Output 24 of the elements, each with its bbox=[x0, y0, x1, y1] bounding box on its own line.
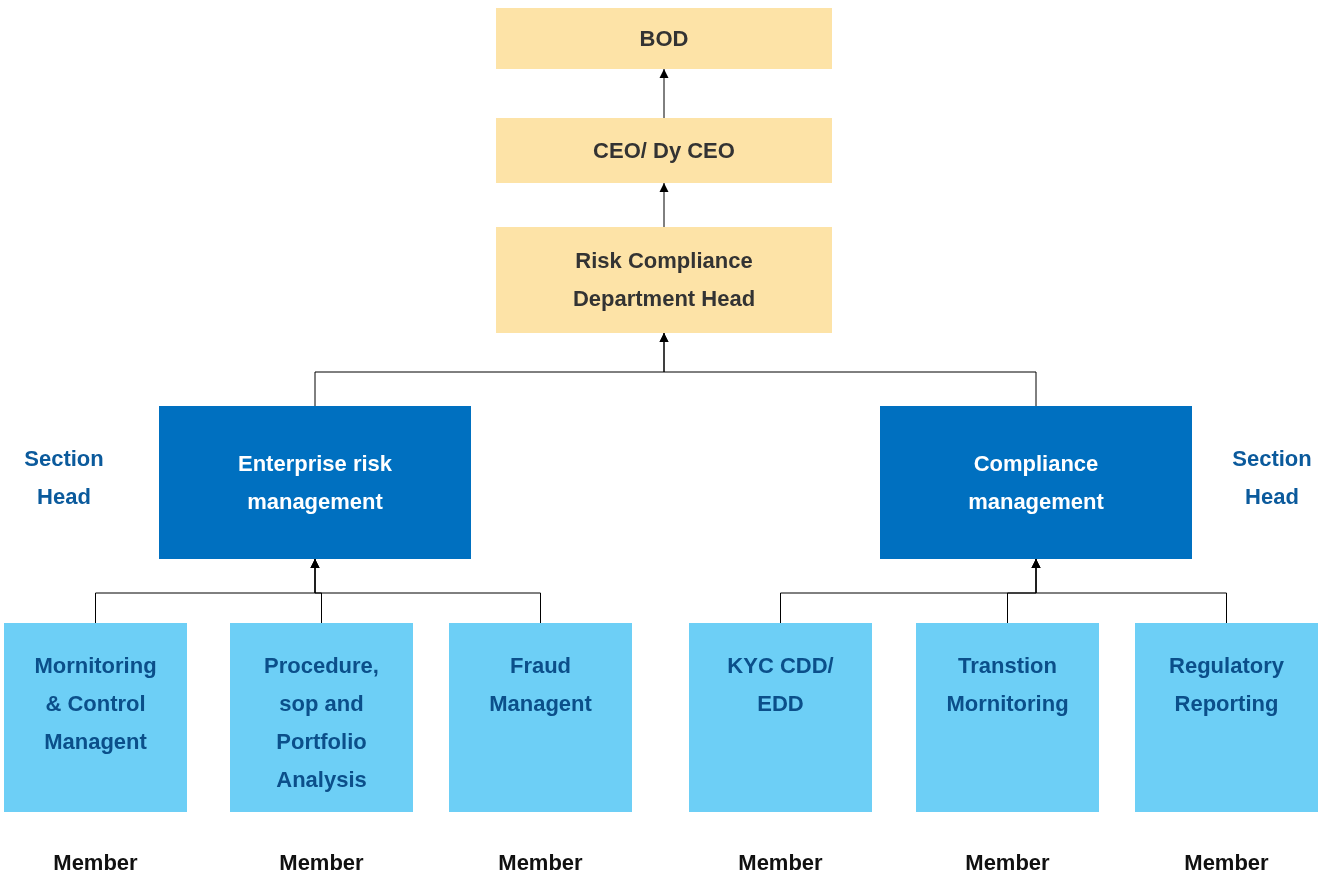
role-label: Member bbox=[497, 849, 584, 872]
connector-arrow bbox=[310, 558, 541, 624]
role-label: Member bbox=[737, 849, 824, 872]
connector-arrow bbox=[1031, 558, 1227, 624]
section-box: Enterprise risk management bbox=[159, 406, 471, 559]
member-box: Mornitoring & Control Managent bbox=[4, 623, 187, 812]
member-box: Regulatory Reporting bbox=[1135, 623, 1318, 812]
role-label: Member bbox=[52, 849, 139, 872]
role-label: Member bbox=[964, 849, 1051, 872]
connector-arrow bbox=[659, 182, 669, 228]
member-box: Procedure, sop and Portfolio Analysis bbox=[230, 623, 413, 812]
role-box: CEO/ Dy CEO bbox=[496, 118, 832, 183]
member-box: KYC CDD/ EDD bbox=[689, 623, 872, 812]
role-box: Risk Compliance Department Head bbox=[496, 227, 832, 333]
member-box: Fraud Managent bbox=[449, 623, 632, 812]
role-label: Section Head bbox=[1231, 445, 1313, 511]
role-label: Section Head bbox=[23, 445, 105, 511]
section-box: Compliance management bbox=[880, 406, 1192, 559]
connector-arrow bbox=[659, 332, 1037, 407]
role-label: Member bbox=[1183, 849, 1270, 872]
role-box: BOD bbox=[496, 8, 832, 69]
member-box: Transtion Mornitoring bbox=[916, 623, 1099, 812]
connector-arrow bbox=[659, 68, 669, 119]
role-label: Member bbox=[278, 849, 365, 872]
